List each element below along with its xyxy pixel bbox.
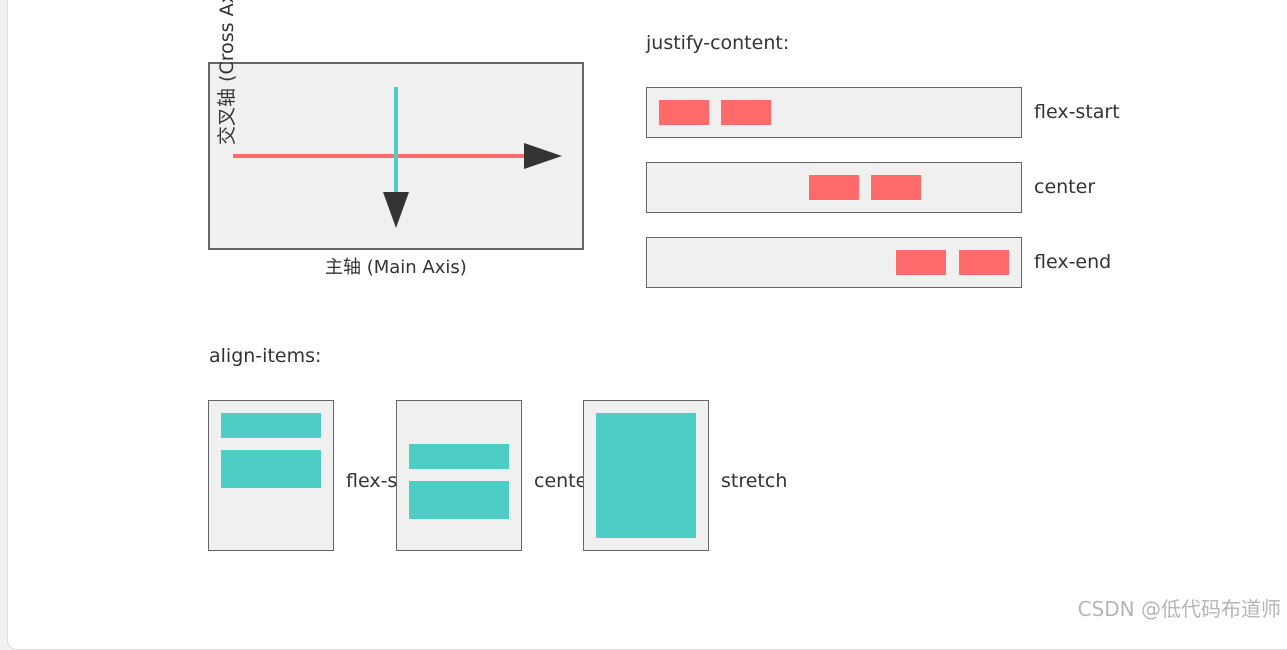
align-flex-start-label: flex-start [346,470,396,492]
flex-item [721,100,771,125]
flex-item [659,100,709,125]
flex-item [596,413,696,538]
justify-flex-start-box [646,87,1022,138]
cross-axis-label-clip: 交叉轴 (Cross Axis) [210,0,250,160]
flex-item [221,450,321,488]
watermark: CSDN @低代码布道师 [1077,597,1281,621]
flex-item [409,444,509,469]
justify-flex-end-label: flex-end [1034,251,1112,273]
flex-item [221,413,321,438]
align-items-heading: align-items: [209,345,322,367]
flex-item [409,481,509,519]
flex-item [871,175,921,200]
flex-item [809,175,859,200]
justify-content-heading: justify-content: [646,32,790,54]
align-flex-start-box [208,400,334,551]
align-center-label: center [534,470,584,492]
flex-item [959,250,1009,275]
justify-flex-end-box [646,237,1022,288]
align-stretch-label: stretch [721,470,788,492]
justify-flex-start-label: flex-start [1034,101,1120,123]
align-stretch-box [583,400,709,551]
align-center-label-clip: center [534,468,584,494]
axis-diagram-box [208,62,584,250]
justify-center-label: center [1034,176,1096,198]
flex-item [896,250,946,275]
justify-center-box [646,162,1022,213]
cross-axis-label: 交叉轴 (Cross Axis) [216,0,238,145]
align-flex-start-label-clip: flex-start [346,468,396,494]
align-center-box [396,400,522,551]
main-axis-label: 主轴 (Main Axis) [325,257,467,278]
